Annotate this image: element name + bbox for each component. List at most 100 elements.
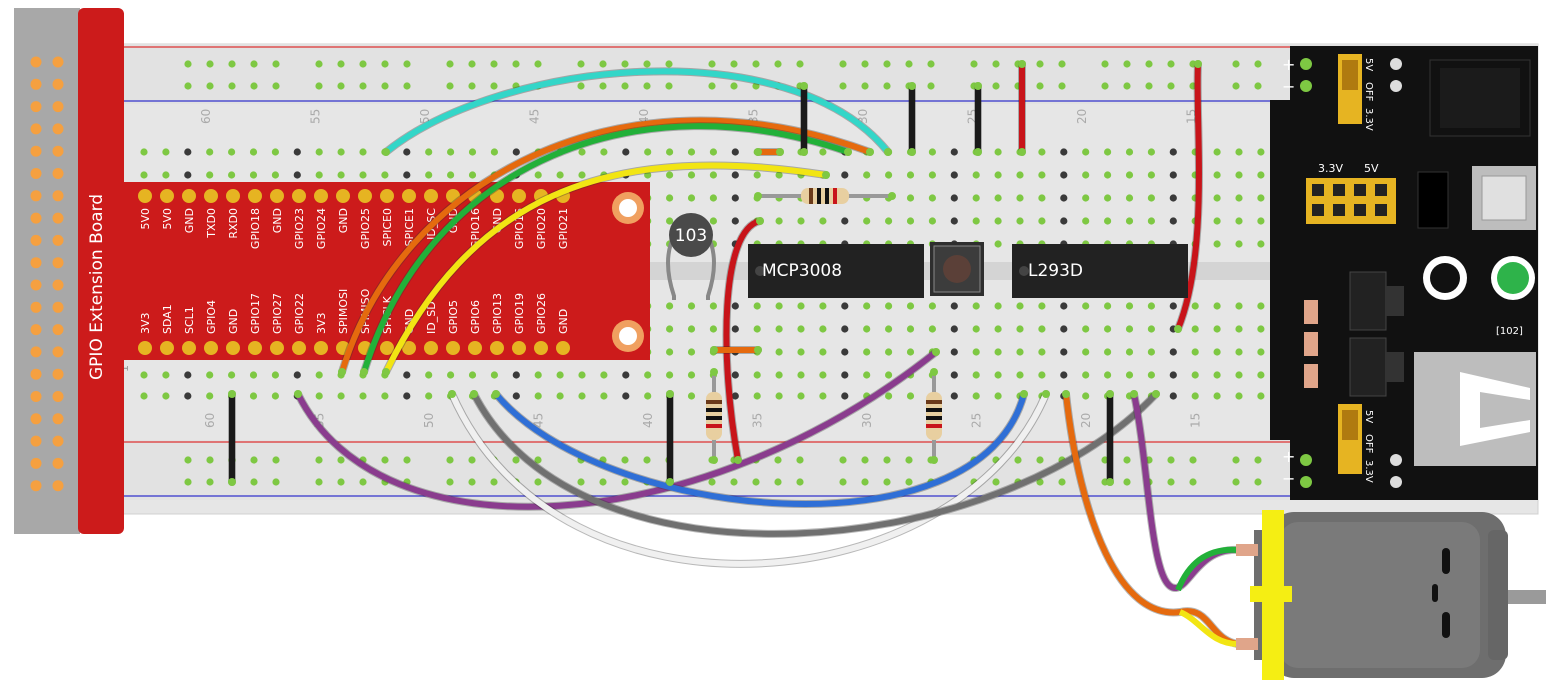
rail-hole: [272, 456, 280, 464]
hole: [1060, 348, 1068, 356]
hole: [644, 171, 652, 179]
hole: [1125, 371, 1134, 379]
rail-hole: [599, 478, 607, 486]
hole: [687, 171, 696, 179]
hole: [556, 392, 564, 400]
mount-hole-bottom-inner: [619, 327, 637, 345]
rail-hole: [315, 478, 323, 486]
hole: [972, 348, 980, 356]
column-number-bottom: 45: [532, 413, 546, 428]
hole: [206, 171, 214, 179]
ribbon-pin: [52, 324, 64, 336]
rail-hole: [992, 478, 1000, 486]
hole: [819, 148, 827, 156]
rail-hole: [1167, 478, 1175, 486]
ribbon-pin: [30, 457, 42, 469]
hole: [1016, 371, 1024, 379]
hole: [468, 371, 477, 379]
hole: [666, 217, 674, 225]
hole: [950, 217, 958, 225]
hole: [753, 171, 761, 179]
hole: [731, 325, 739, 333]
gpio-top-pin: [512, 189, 526, 203]
rail-hole: [250, 60, 258, 68]
hole: [315, 148, 323, 156]
ribbon-cable: [14, 8, 80, 534]
hole: [819, 325, 827, 333]
hole: [928, 194, 937, 202]
gpio-top-pin: [248, 189, 262, 203]
wire-red-adc-end: [756, 217, 764, 225]
row-letter-bottom: 1: [118, 365, 131, 372]
hole: [578, 371, 586, 379]
hole: [666, 348, 674, 356]
column-number-top: 40: [637, 109, 651, 124]
hole: [1125, 171, 1134, 179]
hole: [687, 302, 696, 310]
hole: [1060, 217, 1068, 225]
hole: [885, 302, 893, 310]
gpio-top-pin: [270, 189, 284, 203]
power-header-pin: [1312, 204, 1324, 216]
hole: [512, 371, 520, 379]
wire-yellow-end: [382, 368, 390, 376]
ribbon-pin: [52, 56, 64, 68]
rail-hole: [403, 60, 411, 68]
hole: [1257, 392, 1265, 400]
hole: [622, 371, 630, 379]
pm-model-label: [102]: [1496, 326, 1523, 337]
gpio-top-pin: [358, 189, 372, 203]
hole: [1169, 302, 1177, 310]
hole: [885, 371, 893, 379]
hole: [928, 217, 937, 225]
resistor-end: [930, 456, 938, 464]
hole: [775, 302, 783, 310]
gpio-top-pin: [380, 189, 394, 203]
ribbon-pin: [30, 123, 42, 135]
hole: [1060, 325, 1068, 333]
l293d-label: L293D: [1028, 261, 1083, 281]
hole: [906, 302, 915, 310]
rail-hole: [905, 456, 913, 464]
gpio-bottom-pin: [270, 341, 284, 355]
hole: [1060, 194, 1068, 202]
hole: [841, 325, 849, 333]
hole: [1257, 171, 1265, 179]
rail-hole: [1232, 478, 1240, 486]
jumper-black-4-end: [228, 390, 236, 398]
rail-hole: [1058, 82, 1066, 90]
rail-hole: [1189, 478, 1197, 486]
gpio-top-label: GPIO20: [535, 208, 548, 249]
hole: [644, 371, 652, 379]
rail-hole: [490, 82, 498, 90]
hole: [1060, 302, 1068, 310]
hole: [1016, 194, 1024, 202]
hole: [1082, 371, 1090, 379]
hole: [863, 325, 871, 333]
rail-hole: [861, 60, 869, 68]
hole: [512, 148, 520, 156]
hole: [1082, 392, 1090, 400]
gpio-bottom-label: GPIO4: [205, 300, 218, 334]
rail-hole: [337, 60, 345, 68]
rail-hole: [206, 60, 214, 68]
ribbon-pin: [52, 234, 64, 246]
hole: [1082, 325, 1090, 333]
hole: [1016, 348, 1024, 356]
column-number-top: 30: [856, 109, 870, 124]
hole: [1125, 217, 1134, 225]
hole: [709, 302, 718, 310]
rail-hole: [534, 60, 542, 68]
hole: [447, 371, 455, 379]
pm-minus-top: −: [1282, 77, 1295, 96]
hole: [337, 171, 345, 179]
ribbon-pin: [30, 480, 42, 492]
hole: [1235, 371, 1243, 379]
hole: [819, 302, 827, 310]
rail-hole: [1123, 478, 1131, 486]
gpio-top-pin: [138, 189, 152, 203]
rail-hole: [730, 478, 738, 486]
rail-hole: [665, 60, 673, 68]
rail-hole: [883, 82, 891, 90]
